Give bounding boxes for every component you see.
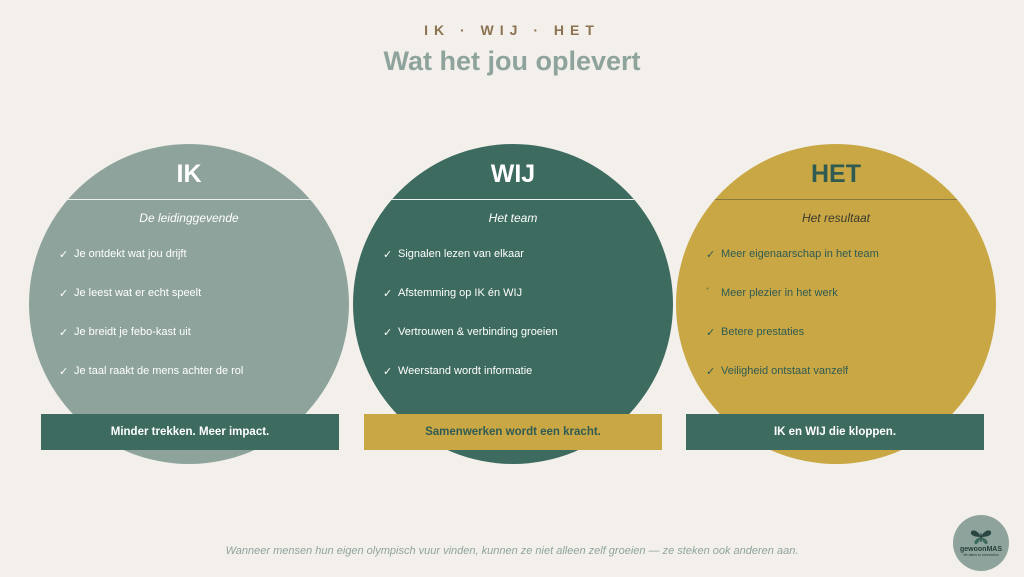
check-icon: ✓ <box>383 327 393 339</box>
list-item-text: Je ontdekt wat jou drijft <box>74 248 187 260</box>
list-item: ✓ Signalen lezen van elkaar <box>383 248 558 287</box>
list-item: ✓ Je leest wat er echt speelt <box>59 287 243 326</box>
list-item-text: Veiligheid ontstaat vanzelf <box>721 365 849 377</box>
footer-quote: Wanneer mensen hun eigen olympisch vuur … <box>225 545 799 557</box>
list-item: ✓ Je ontdekt wat jou drijft <box>59 248 243 287</box>
ik-list: ✓ Je ontdekt wat jou drijft ✓ Je leest wat… <box>59 248 243 404</box>
het-divider <box>701 199 969 200</box>
list-item-text: Meer plezier in het werk <box>721 287 838 299</box>
list-item-text: Afstemming op IK én WIJ <box>398 287 523 299</box>
list-item-text: Meer eigenaarschap in het team <box>721 248 879 260</box>
list-item: ✓ Weerstand wordt informatie <box>383 365 558 404</box>
check-icon: ✓ <box>383 288 393 300</box>
list-item: ✓ Betere prestaties <box>706 326 879 365</box>
list-item-text: Weerstand wordt informatie <box>398 365 533 377</box>
check-icon: ✓ <box>59 288 69 300</box>
check-icon: ✓ <box>59 249 69 261</box>
het-subtitle: Het resultaat <box>801 211 871 225</box>
list-item: ✓ Je breidt je febo-kast uit <box>59 326 243 365</box>
het-list: ✓ Meer eigenaarschap in het team ´ Meer pl… <box>706 248 879 404</box>
list-item: ✓ Afstemming op IK én WIJ <box>383 287 558 326</box>
eyebrow-label: IK · WIJ · HET <box>424 22 600 38</box>
page-title: Wat het jou oplevert <box>383 46 641 76</box>
check-icon: ✓ <box>59 327 69 339</box>
logo: gewoonMAS life takes to connection <box>953 515 1009 571</box>
wij-heading: WIJ <box>490 160 536 188</box>
list-item-text: Betere prestaties <box>721 326 805 338</box>
list-item-text: Je taal raakt de mens achter de rol <box>74 365 244 377</box>
list-item: ✓ Veiligheid ontstaat vanzelf <box>706 365 879 404</box>
wij-subtitle: Het team <box>488 211 538 225</box>
het-circle: HET Het resultaat ✓ Meer eigenaarschap in… <box>676 144 996 464</box>
list-item-text: Je leest wat er echt speelt <box>74 287 202 299</box>
list-item: ✓ Meer eigenaarschap in het team <box>706 248 879 287</box>
wij-banner: Samenwerken wordt een kracht. <box>364 414 662 450</box>
wij-circle: WIJ Het team ✓ Signalen lezen van elkaar … <box>353 144 673 464</box>
het-banner: IK en WIJ die kloppen. <box>686 414 984 450</box>
check-icon: ✓ <box>706 366 716 378</box>
check-icon: ✓ <box>59 366 69 378</box>
ik-heading: IK <box>176 160 202 188</box>
list-item-text: Vertrouwen & verbinding groeien <box>398 326 558 338</box>
het-heading: HET <box>811 160 861 188</box>
list-item: ´ Meer plezier in het werk <box>706 287 879 326</box>
check-icon: ✓ <box>383 249 393 261</box>
ik-banner: Minder trekken. Meer impact. <box>41 414 339 450</box>
logo-tagline: life takes to connection <box>963 553 999 557</box>
list-item-text: Signalen lezen van elkaar <box>398 248 524 260</box>
butterfly-icon <box>970 530 992 545</box>
check-icon: ´ <box>706 287 710 299</box>
list-item: ✓ Vertrouwen & verbinding groeien <box>383 326 558 365</box>
logo-name: gewoonMAS <box>960 546 1002 553</box>
wij-divider <box>391 199 635 200</box>
ik-circle: IK De leidinggevende ✓ Je ontdekt wat jou… <box>29 144 349 464</box>
check-icon: ✓ <box>383 366 393 378</box>
check-icon: ✓ <box>706 327 716 339</box>
ik-divider <box>67 199 311 200</box>
wij-list: ✓ Signalen lezen van elkaar ✓ Afstemming o… <box>383 248 558 404</box>
list-item: ✓ Je taal raakt de mens achter de rol <box>59 365 243 404</box>
ik-subtitle: De leidinggevende <box>139 211 239 225</box>
list-item-text: Je breidt je febo-kast uit <box>74 326 191 338</box>
check-icon: ✓ <box>706 249 716 261</box>
